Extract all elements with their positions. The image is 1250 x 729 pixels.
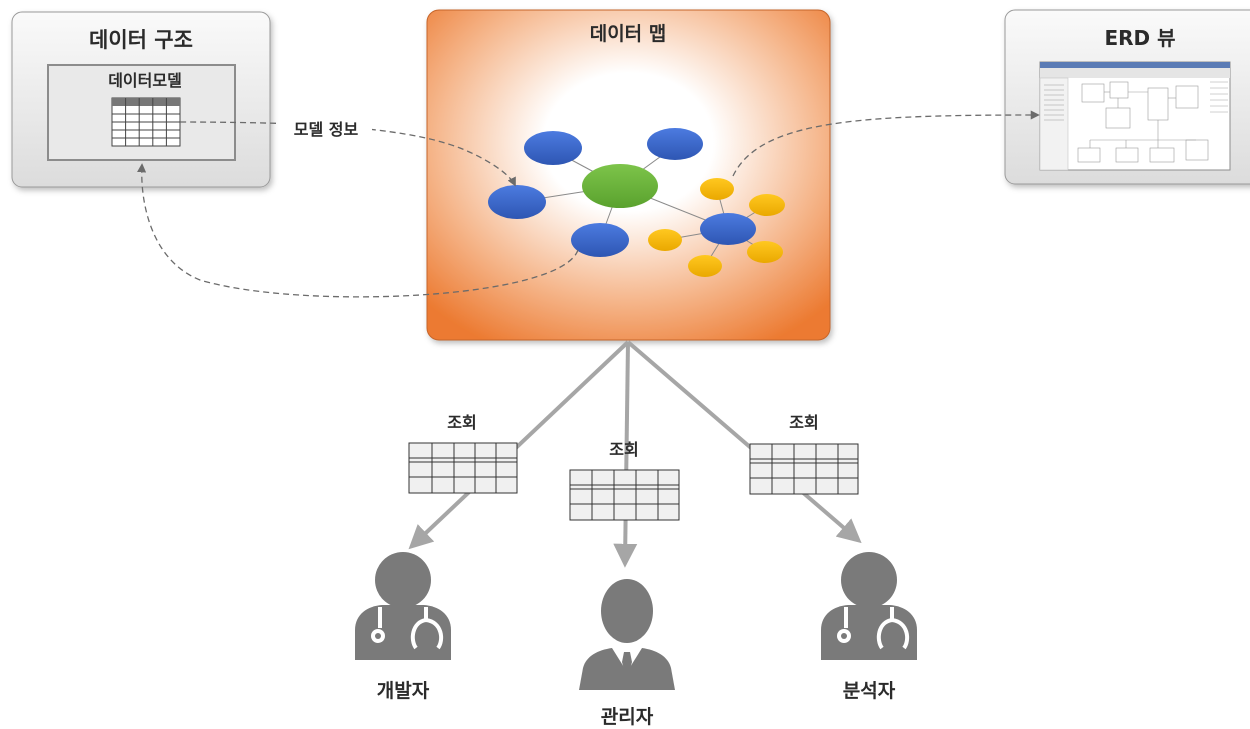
arrow-to-analyst — [626, 340, 862, 544]
manager-user: 관리자 — [579, 579, 675, 728]
green-center-node — [582, 164, 658, 208]
query-table-left: 조회 — [408, 413, 518, 494]
yellow-node — [700, 178, 734, 200]
data-map-title: 데이터 맵 — [590, 23, 667, 45]
blue-node — [647, 128, 703, 160]
analyst-label: 분석자 — [843, 680, 896, 702]
erd-view-title: ERD 뷰 — [1104, 26, 1175, 50]
model-info-label: 모델 정보 — [294, 120, 359, 139]
yellow-node — [688, 255, 722, 277]
yellow-node — [747, 241, 783, 263]
map-to-structure-arrow — [137, 163, 579, 298]
developer-label: 개발자 — [377, 680, 430, 702]
query-label: 조회 — [789, 413, 818, 432]
erd-screenshot-thumbnail — [1039, 61, 1231, 171]
arrow-to-developer — [408, 340, 630, 550]
arrow-to-manager — [613, 341, 638, 568]
query-table-center: 조회 — [569, 440, 680, 521]
data-structure-title: 데이터 구조 — [89, 28, 193, 52]
businessman-icon — [579, 579, 675, 690]
erd-view-panel: ERD 뷰 — [1004, 9, 1250, 185]
query-arrows — [408, 340, 862, 568]
yellow-node — [749, 194, 785, 216]
data-map-graph — [488, 128, 785, 277]
query-table-right: 조회 — [749, 413, 859, 495]
map-to-erd-arrow — [732, 110, 1040, 177]
query-label: 조회 — [609, 440, 638, 459]
dashed-connections: 모델 정보 — [137, 110, 1040, 298]
developer-user: 개발자 — [355, 552, 451, 702]
manager-label: 관리자 — [601, 706, 654, 728]
query-label: 조회 — [447, 413, 476, 432]
data-model-title: 데이터모델 — [108, 71, 182, 90]
data-model-table-icon — [111, 97, 181, 147]
data-structure-panel: 데이터 구조 데이터모델 — [11, 11, 271, 188]
model-info-arrow — [169, 121, 516, 187]
yellow-node — [648, 229, 682, 251]
model-info-label-bg — [280, 118, 372, 140]
data-map-panel: 데이터 맵 — [426, 9, 831, 341]
blue-node — [571, 223, 629, 257]
doctor-icon — [355, 552, 451, 660]
blue-node — [700, 213, 756, 245]
blue-node — [488, 185, 546, 219]
analyst-user: 분석자 — [821, 552, 917, 702]
blue-node — [524, 131, 582, 165]
doctor-icon — [821, 552, 917, 660]
